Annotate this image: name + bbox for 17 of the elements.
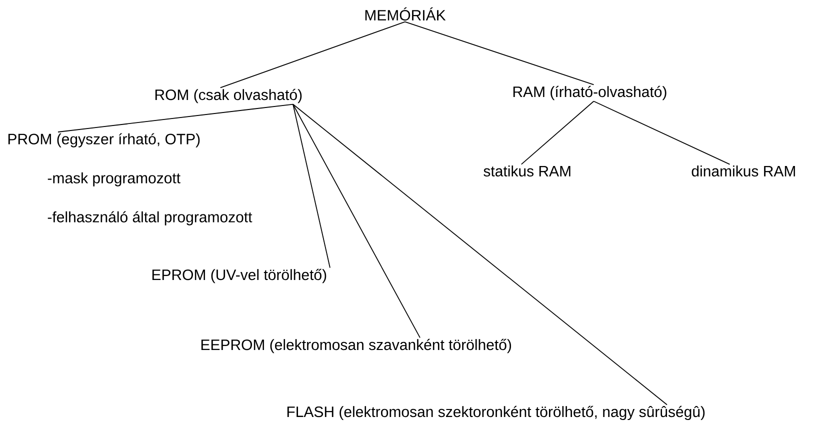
connector-line: [593, 100, 730, 165]
item-label: dinamikus RAM: [692, 166, 795, 176]
item-label: statikus RAM: [484, 166, 570, 176]
item-label: FLASH (elektromosan szektoronként törölhető, nagy sûrûségû): [287, 406, 705, 420]
item-list: PROM (egyszer írható, OTP) -mask programozott -felhasználó által programozott: [8, 133, 252, 226]
item-label: EPROM (UV-vel törölhető): [152, 268, 326, 284]
connector-line: [220, 21, 406, 88]
category-label: RAM (írható-olvasható): [513, 86, 666, 100]
connector-line: [292, 104, 420, 338]
connector-line: [58, 104, 294, 132]
category-label: ROM (csak olvasható): [155, 88, 302, 104]
connector-line: [520, 100, 594, 165]
root-label: MEMÓRIÁK: [365, 7, 446, 21]
connector-line: [292, 104, 330, 268]
connector-line: [292, 104, 668, 406]
item-label: EEPROM (elektromosan szavanként törölhető): [201, 338, 512, 354]
connector-line: [404, 21, 594, 86]
